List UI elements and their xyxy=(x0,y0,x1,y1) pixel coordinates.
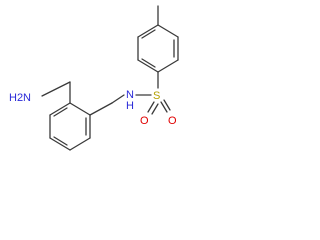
double-bond xyxy=(163,99,171,111)
sulfonyl-group: S O O xyxy=(135,71,177,127)
double-bond xyxy=(160,101,168,113)
bond xyxy=(137,24,159,38)
bond xyxy=(69,102,91,116)
aminomethyl-group: H2N xyxy=(9,81,71,104)
molecule-diagram: H2N N H S O O xyxy=(0,0,203,179)
oxygen-right-label: O xyxy=(168,115,177,127)
bond xyxy=(157,24,179,38)
sulfonamide-h-label: H xyxy=(126,100,134,112)
benzyl-linker: N H xyxy=(89,89,134,116)
bond xyxy=(89,102,113,116)
double-bond xyxy=(147,101,155,113)
amine-label: H2N xyxy=(9,92,31,104)
structure-svg: H2N N H S O O xyxy=(9,5,179,151)
bond xyxy=(69,137,91,151)
left-benzene-ring xyxy=(49,102,91,151)
bond xyxy=(157,59,179,73)
double-bond xyxy=(151,103,159,115)
sulfonamide-n-label: N xyxy=(126,89,134,101)
oxygen-left-label: O xyxy=(140,115,149,127)
bond xyxy=(111,94,125,104)
bond xyxy=(137,59,159,73)
bond xyxy=(49,137,71,151)
double-bond-inner xyxy=(53,107,68,117)
sulfur-label: S xyxy=(153,90,160,102)
double-bond-inner xyxy=(141,29,156,39)
tolyl-ring xyxy=(137,5,179,73)
bond xyxy=(49,102,71,116)
bond xyxy=(41,81,71,97)
double-bond-inner xyxy=(141,58,156,68)
double-bond-inner xyxy=(53,136,68,146)
